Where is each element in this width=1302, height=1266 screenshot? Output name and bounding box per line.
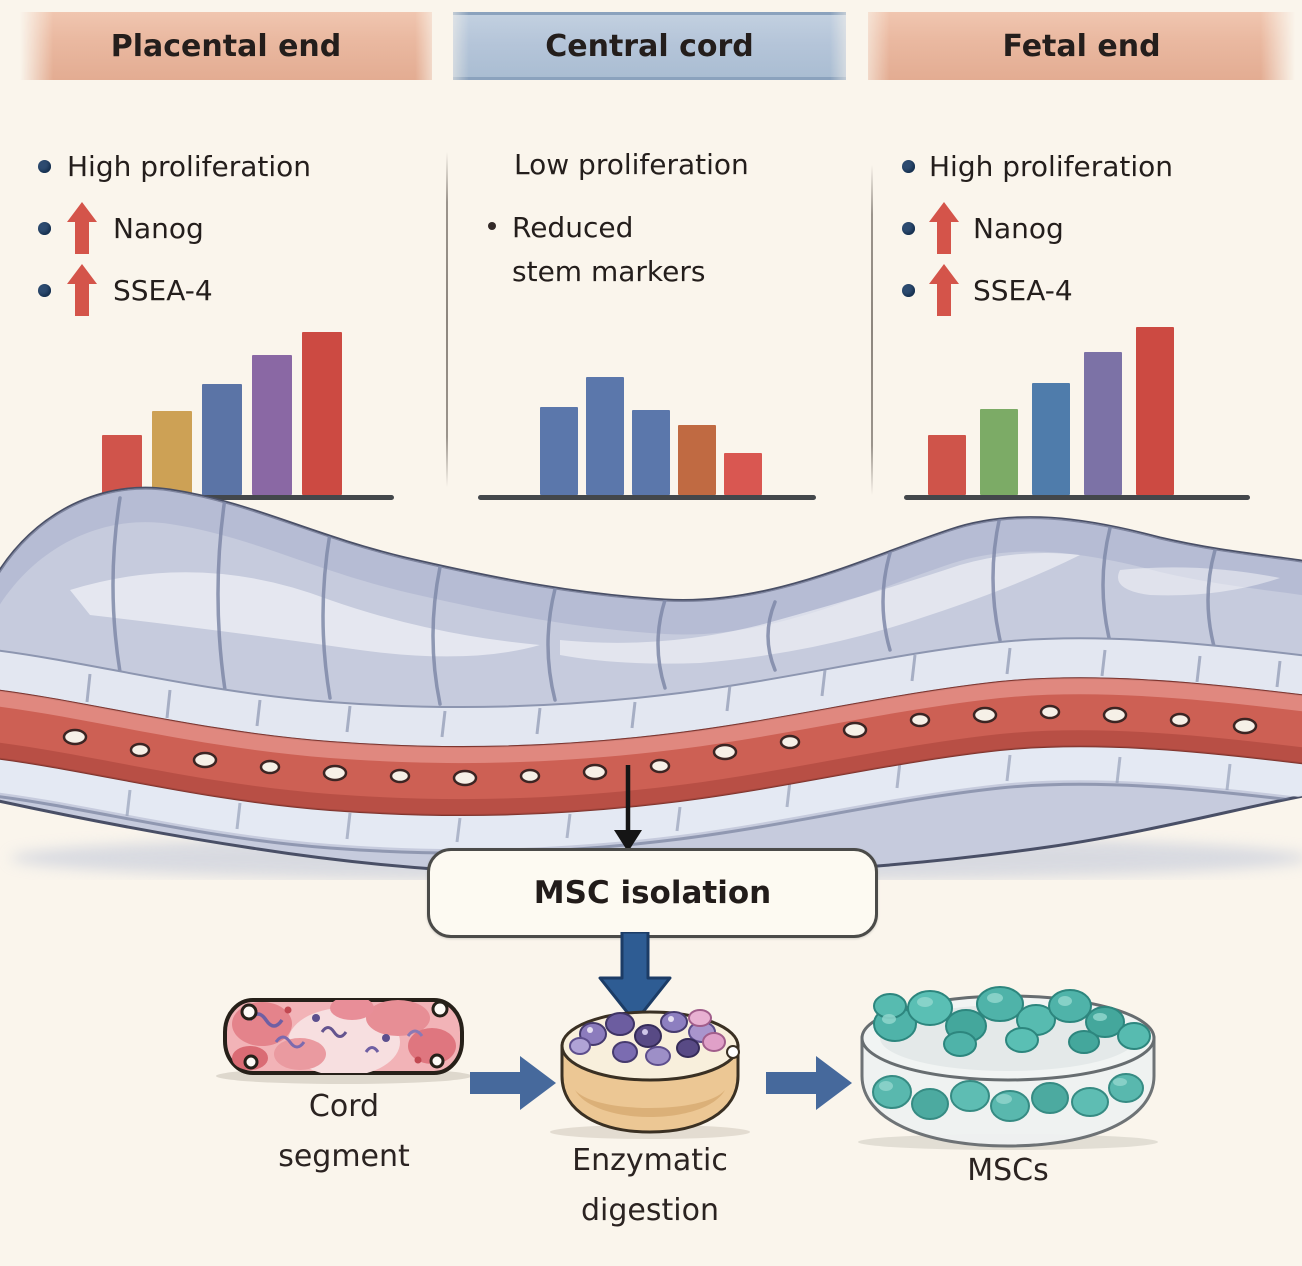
- umbilical-cord-illustration: [0, 486, 1302, 880]
- enzymatic-digestion-dish: [550, 1009, 750, 1139]
- tissue-chunks: [569, 1009, 726, 1066]
- header-band-central: Central cord: [453, 12, 846, 80]
- label-line1: MSCs: [967, 1153, 1049, 1188]
- header-band-fetal: Fetal end: [868, 12, 1295, 80]
- sheath-ticks-lower: [125, 754, 1232, 843]
- msc-cells: [873, 986, 1151, 1057]
- list-item: Nanog: [38, 202, 204, 254]
- bar: [980, 409, 1018, 495]
- list-item: Reduced stem markers: [488, 206, 705, 294]
- bullet-dot-icon: [38, 283, 51, 297]
- header-label-fetal: Fetal end: [1002, 28, 1161, 64]
- bar: [724, 453, 762, 495]
- cord-top-shading: [0, 488, 1302, 635]
- list-item: SSEA-4: [38, 264, 213, 316]
- up-arrow-icon: [929, 264, 959, 316]
- list-item: High proliferation: [902, 150, 1173, 183]
- label-line1: Enzymatic: [572, 1143, 728, 1178]
- sheath-ticks-upper: [85, 647, 1282, 738]
- down-arrow-icon: [598, 932, 672, 1024]
- bar: [202, 384, 242, 495]
- list-item: Nanog: [902, 202, 1064, 254]
- up-arrow-icon: [67, 202, 97, 254]
- bullet-dot-icon: [488, 222, 496, 230]
- msc-isolation-label: MSC isolation: [533, 875, 772, 911]
- list-item: Low proliferation: [514, 148, 749, 181]
- connector-arrow-down: [614, 765, 642, 852]
- label-line2: segment: [278, 1139, 410, 1174]
- bar: [678, 425, 716, 495]
- bar: [152, 411, 192, 495]
- list-item-label: SSEA-4: [973, 273, 1073, 307]
- up-arrow-icon: [929, 202, 959, 254]
- bars-group: [540, 377, 762, 495]
- msc-isolation-box: MSC isolation: [427, 848, 878, 938]
- bar: [632, 410, 670, 495]
- list-item-label: Nanog: [113, 211, 204, 245]
- right-arrow-icon: [470, 1056, 556, 1110]
- list-item-label: Low proliferation: [514, 148, 749, 181]
- list-item-line2: stem markers: [512, 255, 706, 288]
- mscs-dish: [858, 986, 1158, 1150]
- cord-inner-sheath-lower: [0, 746, 1302, 850]
- sheath-lower-outline: [0, 782, 1302, 855]
- cord-segment-label: Cord segment: [214, 1082, 474, 1182]
- bullet-dot-icon: [38, 221, 51, 235]
- list-item-label: SSEA-4: [113, 273, 213, 307]
- bullet-dot-icon: [38, 160, 51, 173]
- bar-chart-placental: [100, 320, 400, 500]
- bar: [1084, 352, 1122, 495]
- cord-highlight: [70, 572, 540, 657]
- bullet-dot-icon: [902, 160, 915, 173]
- vessel-highlight: [0, 678, 1302, 764]
- bar: [102, 435, 142, 495]
- cord-highlight: [1118, 567, 1280, 596]
- isolation-workflow-graphics: [216, 986, 1158, 1150]
- chart-baseline: [478, 495, 816, 500]
- list-item-label: High proliferation: [929, 150, 1174, 183]
- column-divider-left: [446, 152, 448, 487]
- list-item-line1: Reduced: [512, 211, 634, 244]
- list-item-label: High proliferation: [67, 150, 312, 183]
- bullet-dot-icon: [902, 283, 915, 297]
- right-arrow-icon: [766, 1056, 852, 1110]
- bar: [1136, 327, 1174, 495]
- label-line2: digestion: [581, 1193, 719, 1228]
- chart-baseline: [904, 495, 1250, 500]
- bar: [540, 407, 578, 495]
- list-item: SSEA-4: [902, 264, 1073, 316]
- cord-segment-illustration: [216, 998, 472, 1084]
- bar: [302, 332, 342, 495]
- bar: [1032, 383, 1070, 495]
- bar: [586, 377, 624, 495]
- label-line1: Cord: [308, 1089, 380, 1124]
- list-item: High proliferation: [38, 150, 311, 183]
- header-label-central: Central cord: [545, 28, 754, 64]
- bar: [928, 435, 966, 495]
- header-band-placental: Placental end: [20, 12, 432, 80]
- cord-segment-lines: [111, 496, 1217, 706]
- vessel-shading: [0, 730, 1302, 816]
- list-item-label: Nanog: [973, 211, 1064, 245]
- bars-group: [928, 327, 1174, 495]
- bar-chart-central: [478, 320, 818, 500]
- column-divider-right: [871, 165, 873, 495]
- bar-chart-fetal: [902, 320, 1254, 500]
- cord-highlight: [560, 552, 1080, 664]
- chart-baseline: [112, 495, 394, 500]
- bars-group: [102, 332, 342, 495]
- up-arrow-icon: [67, 264, 97, 316]
- list-item-label: Reduced stem markers: [512, 206, 705, 294]
- bar: [252, 355, 292, 495]
- vessel-holes: [62, 704, 1258, 787]
- bullet-dot-icon: [902, 221, 915, 235]
- msc-cells-lower: [872, 1073, 1144, 1122]
- enzymatic-digestion-label: Enzymatic digestion: [520, 1136, 780, 1236]
- header-label-placental: Placental end: [110, 28, 342, 64]
- mscs-label: MSCs: [880, 1146, 1136, 1196]
